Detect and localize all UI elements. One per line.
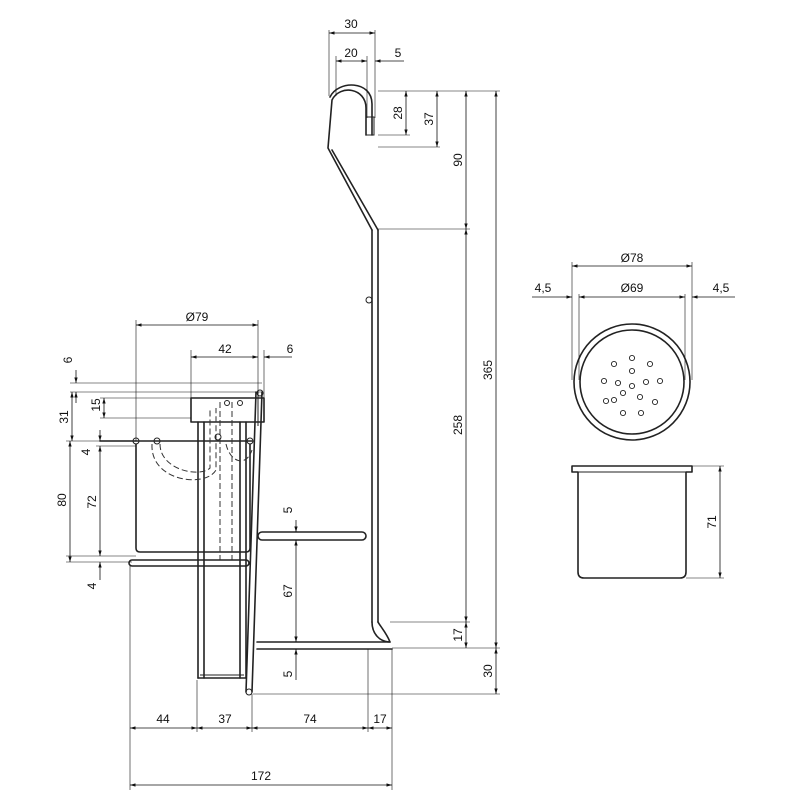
drain-hole	[651, 398, 659, 406]
drain-hole	[614, 379, 622, 387]
dimension-labels: 30 20 5 28 37 90 258 365 17 30 5 67 5 Ø7…	[55, 17, 730, 783]
stand-shelf	[257, 531, 367, 541]
dim-shelf-spacing: 67	[281, 584, 295, 598]
dim-bottom-seg3: 74	[303, 712, 317, 726]
dim-bottom-seg2: 37	[218, 712, 232, 726]
dim-cup-wall-right: 4,5	[713, 281, 730, 295]
dim-hook-wire: 5	[395, 46, 402, 60]
dim-hook-width: 20	[344, 46, 358, 60]
dim-bottom-bend: 17	[451, 628, 465, 642]
hidden-brush-shape	[159, 408, 211, 473]
dim-post-height: 258	[451, 415, 465, 435]
drain-hole	[628, 367, 636, 375]
dim-cup-outer-diameter: Ø78	[621, 251, 644, 265]
drain-hole	[628, 354, 636, 362]
dim-upper-height: 90	[451, 153, 465, 167]
drain-hole	[619, 389, 627, 397]
stand-hook	[327, 89, 373, 231]
dim-bottom-seg1: 44	[156, 712, 170, 726]
drain-hole	[636, 393, 644, 401]
drain-hole	[637, 409, 645, 417]
dim-inner-width: 42	[218, 342, 232, 356]
cup-top-view	[573, 323, 691, 441]
dim-cup-diameter: Ø79	[186, 310, 209, 324]
dimension-lines	[66, 30, 735, 790]
dim-hook-drop: 28	[391, 106, 405, 120]
holder-side-view	[99, 389, 265, 696]
dim-cup-height: 71	[705, 515, 719, 529]
dim-bottom-seg4: 17	[373, 712, 387, 726]
drain-hole	[619, 409, 627, 417]
dim-bottom-overall: 172	[251, 769, 271, 783]
dim-base-thickness: 5	[281, 670, 295, 677]
drain-hole	[610, 360, 618, 368]
holder-tray-bar	[128, 559, 250, 567]
drain-hole	[600, 377, 608, 385]
dim-cup-wall-left: 4,5	[535, 281, 552, 295]
drain-hole	[610, 396, 618, 404]
drain-hole	[628, 382, 636, 390]
dim-gap-top: 4	[79, 448, 93, 455]
drain-hole	[656, 377, 664, 385]
dim-total-height: 80	[55, 493, 69, 507]
dim-gap-bottom: 4	[85, 582, 99, 589]
drain-hole	[602, 397, 610, 405]
dim-top-offset: 6	[61, 356, 75, 363]
stand-foot-bend	[371, 621, 391, 643]
dim-hook-overall-width: 30	[344, 17, 358, 31]
drain-holes	[600, 354, 664, 417]
dim-rim-drop: 15	[89, 398, 103, 412]
dim-base-height: 30	[481, 664, 495, 678]
dim-hook-depth: 37	[422, 112, 436, 126]
holder-strut	[251, 391, 263, 693]
holder-cup	[135, 443, 251, 553]
dim-cup-inner-diameter: Ø69	[621, 281, 644, 295]
drain-hole	[642, 378, 650, 386]
dim-rim-height: 31	[57, 410, 71, 424]
dim-offset: 6	[287, 342, 294, 356]
dim-cup-height: 72	[85, 495, 99, 509]
cup-side-view	[571, 465, 693, 579]
drain-hole	[646, 360, 654, 368]
dim-overall-height: 365	[481, 360, 495, 380]
stand-side-view	[256, 84, 393, 650]
dim-shelf-thickness: 5	[281, 506, 295, 513]
holder-clamp	[190, 397, 265, 423]
